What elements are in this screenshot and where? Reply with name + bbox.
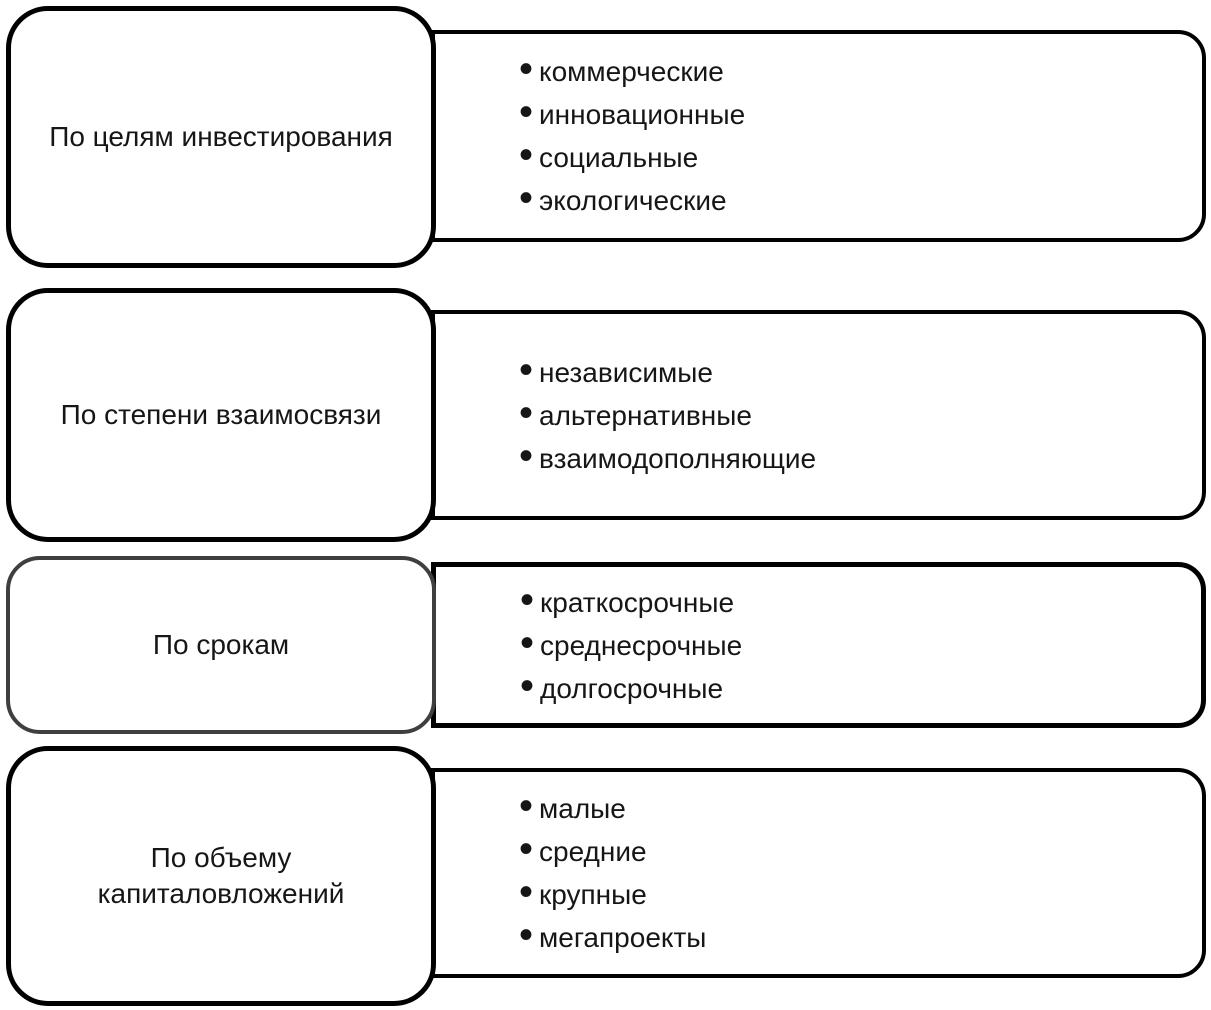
items-list: •малые•средние•крупные•мегапроекты — [435, 784, 707, 959]
item-label: долгосрочные — [540, 672, 724, 704]
item-label: коммерческие — [539, 56, 724, 87]
item-label: краткосрочные — [540, 586, 735, 618]
list-item: •краткосрочные — [520, 577, 742, 624]
items-box: •краткосрочные•среднесрочные•долгосрочны… — [431, 562, 1206, 728]
list-item: •средние — [519, 827, 706, 873]
list-item: •долгосрочные — [520, 663, 742, 710]
list-item: •крупные — [519, 870, 706, 916]
bullet-icon: • — [519, 870, 534, 914]
diagram-row-4: •малые•средние•крупные•мегапроекты По об… — [0, 746, 1211, 1006]
items-box: •независимые•альтернативные•взаимодополн… — [431, 310, 1206, 520]
diagram-row-1: •коммерческие•инновационные•социальные•э… — [0, 6, 1211, 268]
list-item: •независимые — [519, 347, 816, 394]
list-item: •мегапроекты — [519, 913, 707, 959]
diagram-row-2: •независимые•альтернативные•взаимодополн… — [0, 288, 1211, 542]
item-label: независимые — [539, 356, 713, 388]
bullet-icon: • — [520, 620, 535, 665]
item-label: мегапроекты — [539, 922, 707, 953]
bullet-icon: • — [519, 133, 534, 177]
items-list: •коммерческие•инновационные•социальные•э… — [435, 47, 746, 222]
item-label: социальные — [539, 142, 699, 173]
item-label: средние — [539, 836, 647, 867]
list-item: •малые — [519, 784, 706, 830]
item-label: инновационные — [539, 99, 746, 130]
category-box: По объему капиталовложений — [6, 746, 436, 1006]
items-box: •коммерческие•инновационные•социальные•э… — [431, 30, 1206, 242]
bullet-icon: • — [519, 913, 534, 957]
bullet-icon: • — [519, 347, 534, 392]
category-label: По срокам — [152, 629, 290, 660]
list-item: •инновационные — [519, 90, 746, 136]
diagram-row-3: •краткосрочные•среднесрочные•долгосрочны… — [0, 556, 1211, 734]
item-label: альтернативные — [539, 399, 752, 431]
bullet-icon: • — [519, 827, 534, 871]
list-item: •социальные — [519, 133, 745, 179]
bullet-icon: • — [519, 47, 534, 91]
items-list: •краткосрочные•среднесрочные•долгосрочны… — [436, 577, 743, 710]
item-label: взаимодополняющие — [539, 442, 817, 474]
list-item: •среднесрочные — [520, 620, 743, 667]
item-label: среднесрочные — [540, 629, 743, 661]
list-item: •коммерческие — [519, 47, 745, 93]
items-box: •малые•средние•крупные•мегапроекты — [431, 768, 1206, 978]
bullet-icon: • — [520, 577, 535, 622]
bullet-icon: • — [519, 176, 534, 220]
list-item: •взаимодополняющие — [519, 433, 817, 480]
list-item: •альтернативные — [519, 390, 816, 437]
category-box: По срокам — [6, 556, 436, 734]
bullet-icon: • — [519, 390, 534, 435]
bullet-icon: • — [519, 90, 534, 134]
category-box: По целям инвестирования — [6, 6, 436, 268]
category-box: По степени взаимосвязи — [6, 288, 436, 542]
item-label: экологические — [539, 185, 727, 216]
bullet-icon: • — [519, 433, 534, 478]
category-label: По объему капиталовложений — [97, 842, 345, 909]
category-label: По степени взаимосвязи — [60, 399, 382, 430]
category-label: По целям инвестирования — [49, 121, 393, 152]
item-label: малые — [539, 793, 626, 824]
items-list: •независимые•альтернативные•взаимодополн… — [435, 347, 817, 480]
list-item: •экологические — [519, 176, 745, 222]
item-label: крупные — [539, 879, 647, 910]
bullet-icon: • — [519, 784, 534, 828]
bullet-icon: • — [520, 663, 535, 708]
